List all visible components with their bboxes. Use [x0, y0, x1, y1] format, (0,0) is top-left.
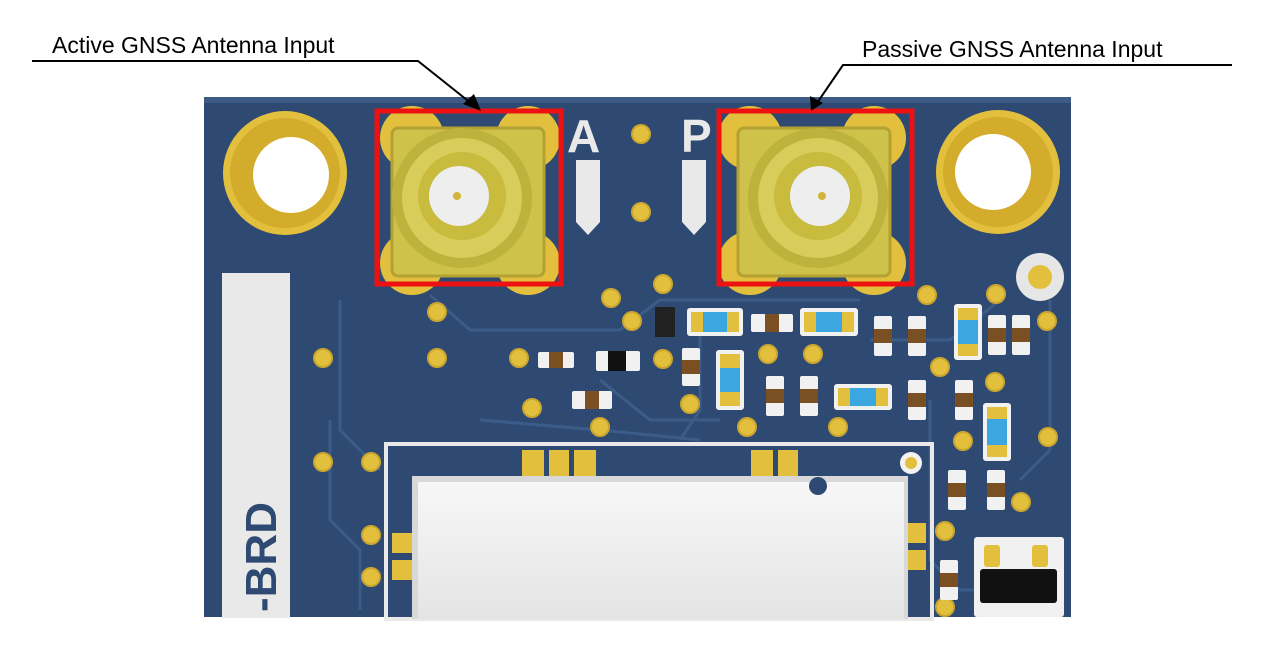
fiducial-icon [900, 253, 1064, 474]
silk-label-p: P [681, 110, 712, 162]
active-callout-leader [32, 60, 473, 105]
sma-connector-icon [718, 106, 906, 295]
mounting-hole-icon [223, 111, 347, 235]
via-icon [313, 124, 1058, 617]
sma-connector-icon [380, 106, 560, 295]
silkscreen-strip [222, 273, 290, 618]
board-side-label: -BRD [237, 502, 286, 612]
active-callout-arrowhead [463, 94, 481, 111]
silk-arrow-a [576, 160, 600, 235]
silk-label-a: A [567, 110, 600, 162]
mounting-hole-icon [936, 110, 1060, 234]
passive-connector-highlight [716, 108, 915, 287]
silk-arrow-p [682, 160, 706, 235]
passive-callout-leader [816, 64, 1232, 104]
smd-component-icon [538, 304, 1064, 617]
passive-callout-arrowhead [810, 96, 823, 111]
active-antenna-label: Active GNSS Antenna Input [52, 32, 335, 58]
active-connector-highlight [374, 108, 564, 287]
passive-antenna-label: Passive GNSS Antenna Input [862, 36, 1163, 62]
gnss-module [384, 442, 934, 621]
